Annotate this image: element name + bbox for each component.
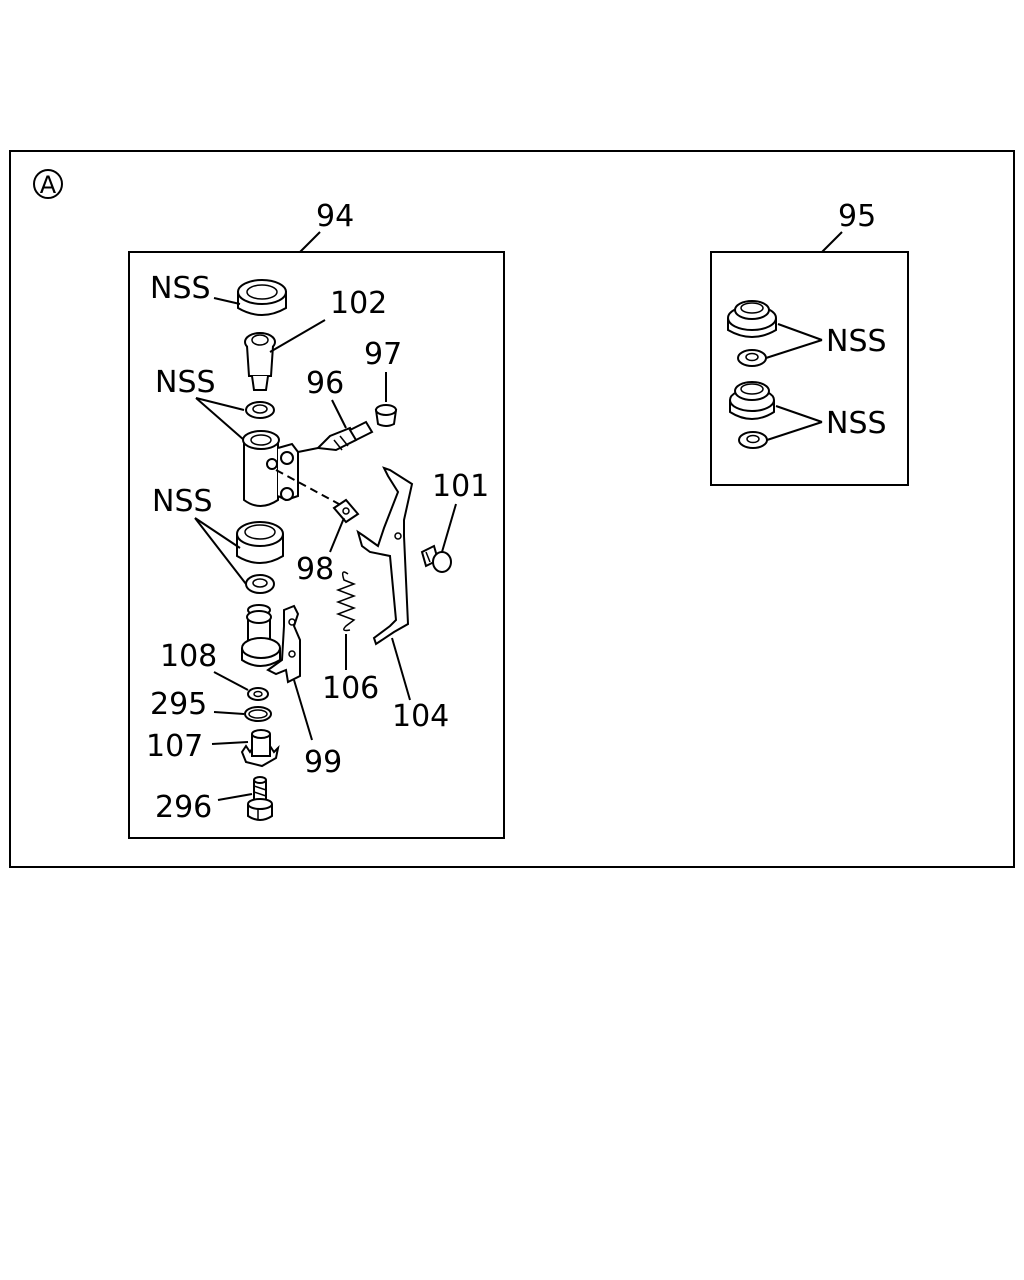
part-97 <box>374 404 398 427</box>
part-102-label: 102 <box>330 286 387 321</box>
part-96 <box>315 420 374 452</box>
kit-95-frame <box>710 251 909 486</box>
part-104-label: 104 <box>392 699 449 734</box>
part-101-label: 101 <box>432 469 489 504</box>
kit-94-number: 94 <box>316 199 354 234</box>
kit-94-frame <box>128 251 505 839</box>
kit-95-top-cup <box>727 300 777 338</box>
part-106 <box>335 571 357 632</box>
kit-95-bottom-cup <box>729 381 775 420</box>
part-295 <box>244 706 272 722</box>
cylinder-body <box>242 430 319 507</box>
outer-frame <box>9 150 1015 868</box>
nss-middle-cup <box>236 521 284 564</box>
kit-95-number: 95 <box>838 199 876 234</box>
part-296 <box>247 776 273 821</box>
view-marker-label: A <box>40 171 57 199</box>
part-296-label: 296 <box>155 790 212 825</box>
part-99-label: 99 <box>304 745 342 780</box>
part-101 <box>420 544 452 573</box>
part-106-label: 106 <box>322 671 379 706</box>
nss-middle-label: NSS <box>152 484 213 519</box>
part-107 <box>240 729 280 768</box>
part-102 <box>244 332 276 391</box>
kit-95-bottom-washer <box>738 431 768 449</box>
part-98-label: 98 <box>296 552 334 587</box>
part-295-label: 295 <box>150 687 207 722</box>
nss-middle-washer <box>245 574 275 594</box>
part-98 <box>332 498 360 524</box>
part-97-label: 97 <box>364 337 402 372</box>
part-99 <box>266 604 301 684</box>
nss-cap-label: NSS <box>150 271 211 306</box>
part-108-label: 108 <box>160 639 217 674</box>
kit-94: 94 NSS 102 97 NSS <box>128 199 505 839</box>
piston-assembly <box>241 604 281 667</box>
alignment-line <box>275 469 351 511</box>
kit-94-leader <box>299 231 321 253</box>
nss-kit95-top-label: NSS <box>826 324 887 359</box>
part-96-label: 96 <box>306 366 344 401</box>
kit-95-top-washer <box>737 349 767 367</box>
kit-95: 95 NSS NSS <box>710 199 909 486</box>
nss-kit95-bottom-label: NSS <box>826 406 887 441</box>
nss-cap-part <box>237 279 287 316</box>
part-107-label: 107 <box>146 729 203 764</box>
part-108 <box>247 687 269 701</box>
view-marker-circle <box>33 169 63 199</box>
nss-upper-label: NSS <box>155 365 216 400</box>
kit-95-leader <box>821 231 843 253</box>
part-104 <box>356 466 414 646</box>
nss-upper-washer <box>245 401 275 419</box>
